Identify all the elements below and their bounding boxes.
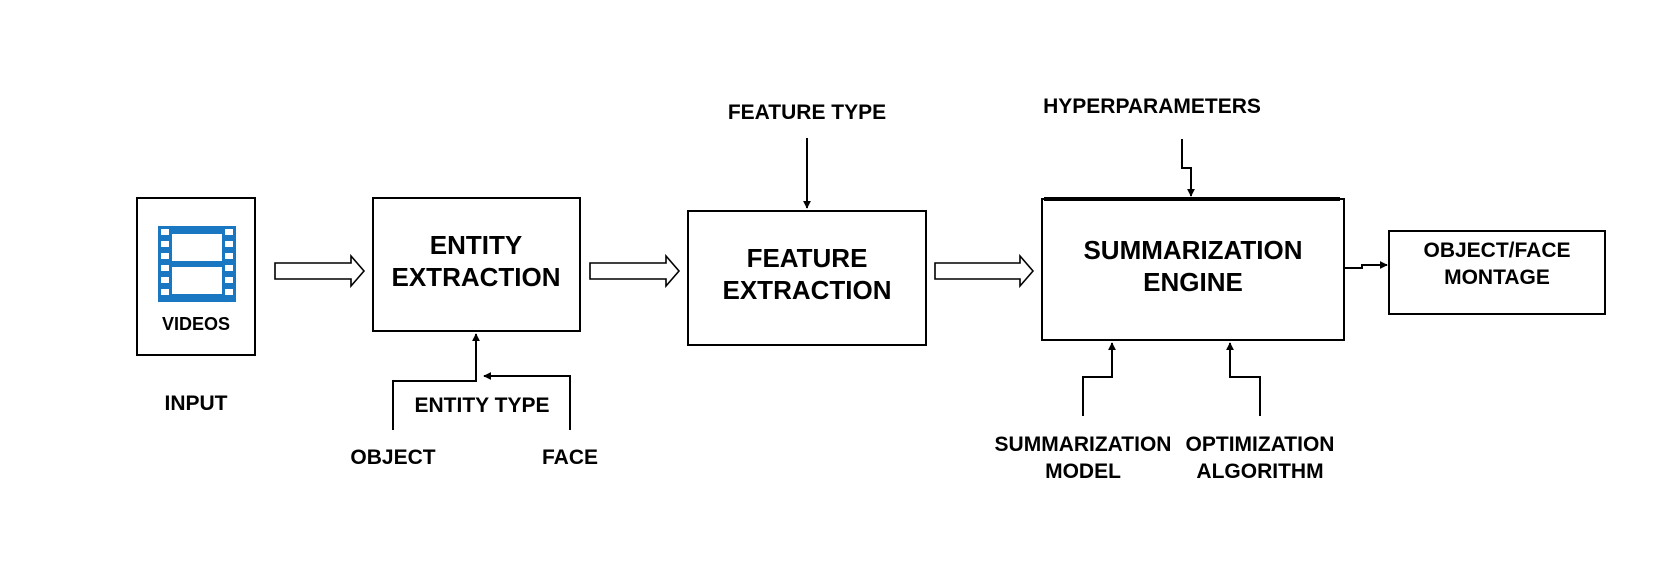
summarization-engine-title-line1: SUMMARIZATION xyxy=(1083,235,1302,265)
entity-extraction-title-line2: EXTRACTION xyxy=(392,262,561,292)
object-label: OBJECT xyxy=(350,446,435,469)
summarization-model-label-line2: MODEL xyxy=(1045,460,1121,483)
entity-type-label: ENTITY TYPE xyxy=(415,394,550,417)
optimization-algorithm-connector xyxy=(1226,342,1261,416)
optimization-algorithm-label-line1: OPTIMIZATION xyxy=(1186,433,1335,456)
summarization-model-label-line1: SUMMARIZATION xyxy=(995,433,1172,456)
summarization-model-connector xyxy=(1082,342,1116,416)
hyperparameters-connector xyxy=(1181,139,1195,197)
flow-arrow-3 xyxy=(934,253,1035,289)
hyperparameters-label: HYPERPARAMETERS xyxy=(1043,95,1261,118)
face-label: FACE xyxy=(542,446,598,469)
flow-arrow-1 xyxy=(274,253,366,289)
montage-title-line2: MONTAGE xyxy=(1444,266,1550,289)
flow-arrow-2 xyxy=(589,253,681,289)
entity-extraction-box xyxy=(372,197,581,332)
input-caption: INPUT xyxy=(165,392,228,415)
montage-box xyxy=(1388,230,1606,315)
feature-extraction-title-line2: EXTRACTION xyxy=(723,275,892,305)
object-connector xyxy=(392,333,480,430)
montage-title-line1: OBJECT/FACE xyxy=(1423,239,1570,262)
optimization-algorithm-label-line2: ALGORITHM xyxy=(1196,460,1323,483)
feature-extraction-title-line1: FEATURE xyxy=(747,243,868,273)
videos-label: VIDEOS xyxy=(162,314,230,334)
summarization-engine-title-line2: ENGINE xyxy=(1143,267,1243,297)
feature-type-label: FEATURE TYPE xyxy=(728,101,886,124)
face-connector xyxy=(483,372,571,430)
output-connector xyxy=(1344,261,1388,269)
feature-extraction-box xyxy=(687,210,927,346)
entity-extraction-title-line1: ENTITY xyxy=(430,230,522,260)
film-icon xyxy=(158,226,236,302)
